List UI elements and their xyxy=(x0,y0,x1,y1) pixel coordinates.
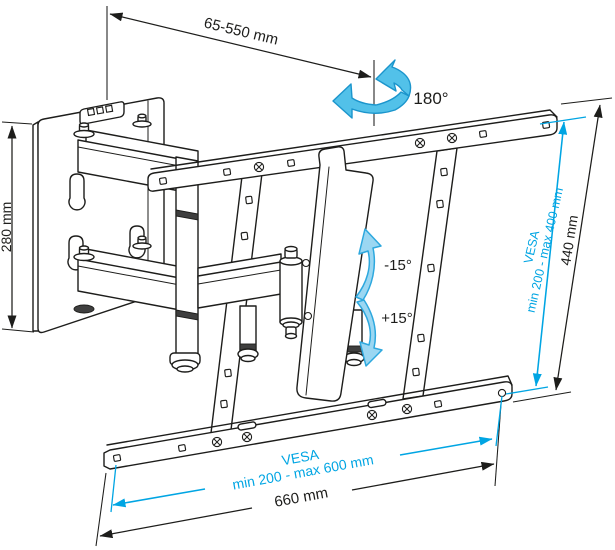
swivel-rotation-arrow-icon xyxy=(332,59,412,119)
vesa-horizontal-title: VESA xyxy=(280,446,320,469)
arm-washer xyxy=(73,304,95,314)
bracket-screw xyxy=(303,311,313,321)
pivot-column xyxy=(279,245,313,340)
bracket-fold-line xyxy=(305,166,330,396)
pivot-top-bolt xyxy=(284,245,298,259)
latch-tab xyxy=(237,421,257,431)
bracket-screw xyxy=(301,258,311,268)
post-joint-band xyxy=(175,309,199,321)
wall-plate-height-label: 280 mm xyxy=(0,202,14,253)
keyhole-slot xyxy=(68,173,86,211)
support-post xyxy=(169,156,201,373)
dimension-wall-plate-height: 280 mm xyxy=(0,121,35,333)
tilt-down-arrow-icon xyxy=(356,299,383,367)
bracket-height-label: 440 mm xyxy=(557,214,581,266)
arm-pivot-bolt xyxy=(73,245,95,262)
bottom-rail-holes xyxy=(112,388,507,462)
arm-pivot-bolt xyxy=(73,122,95,139)
bubble-level xyxy=(79,101,125,125)
lower-wall-arm xyxy=(73,235,199,314)
latch-tab xyxy=(367,398,387,409)
arm-pivot-bolt xyxy=(132,113,152,128)
end-hole xyxy=(497,388,507,398)
bottom-rail xyxy=(103,375,513,470)
pivot-bottom-bolt xyxy=(282,321,300,340)
arm-pivot-bolt xyxy=(132,235,152,250)
bracket-width-label: 660 mm xyxy=(273,484,329,510)
post-joint-band xyxy=(175,209,199,221)
keyhole-slot xyxy=(128,225,146,259)
tilt-up-arrow-icon xyxy=(355,228,382,301)
bottom-rail-top-edge xyxy=(106,375,513,446)
center-bracket xyxy=(296,146,374,402)
tilt-up-label: -15° xyxy=(384,257,412,274)
post-foot xyxy=(169,352,201,373)
swivel-angle-label: 180° xyxy=(413,89,448,108)
bottom-rail-front xyxy=(103,381,513,470)
pivot-arm xyxy=(197,253,282,309)
pivot-foot-tube xyxy=(237,305,259,363)
tilt-down-label: +15° xyxy=(381,310,412,327)
arm-extension-label: 65-550 mm xyxy=(202,15,280,49)
